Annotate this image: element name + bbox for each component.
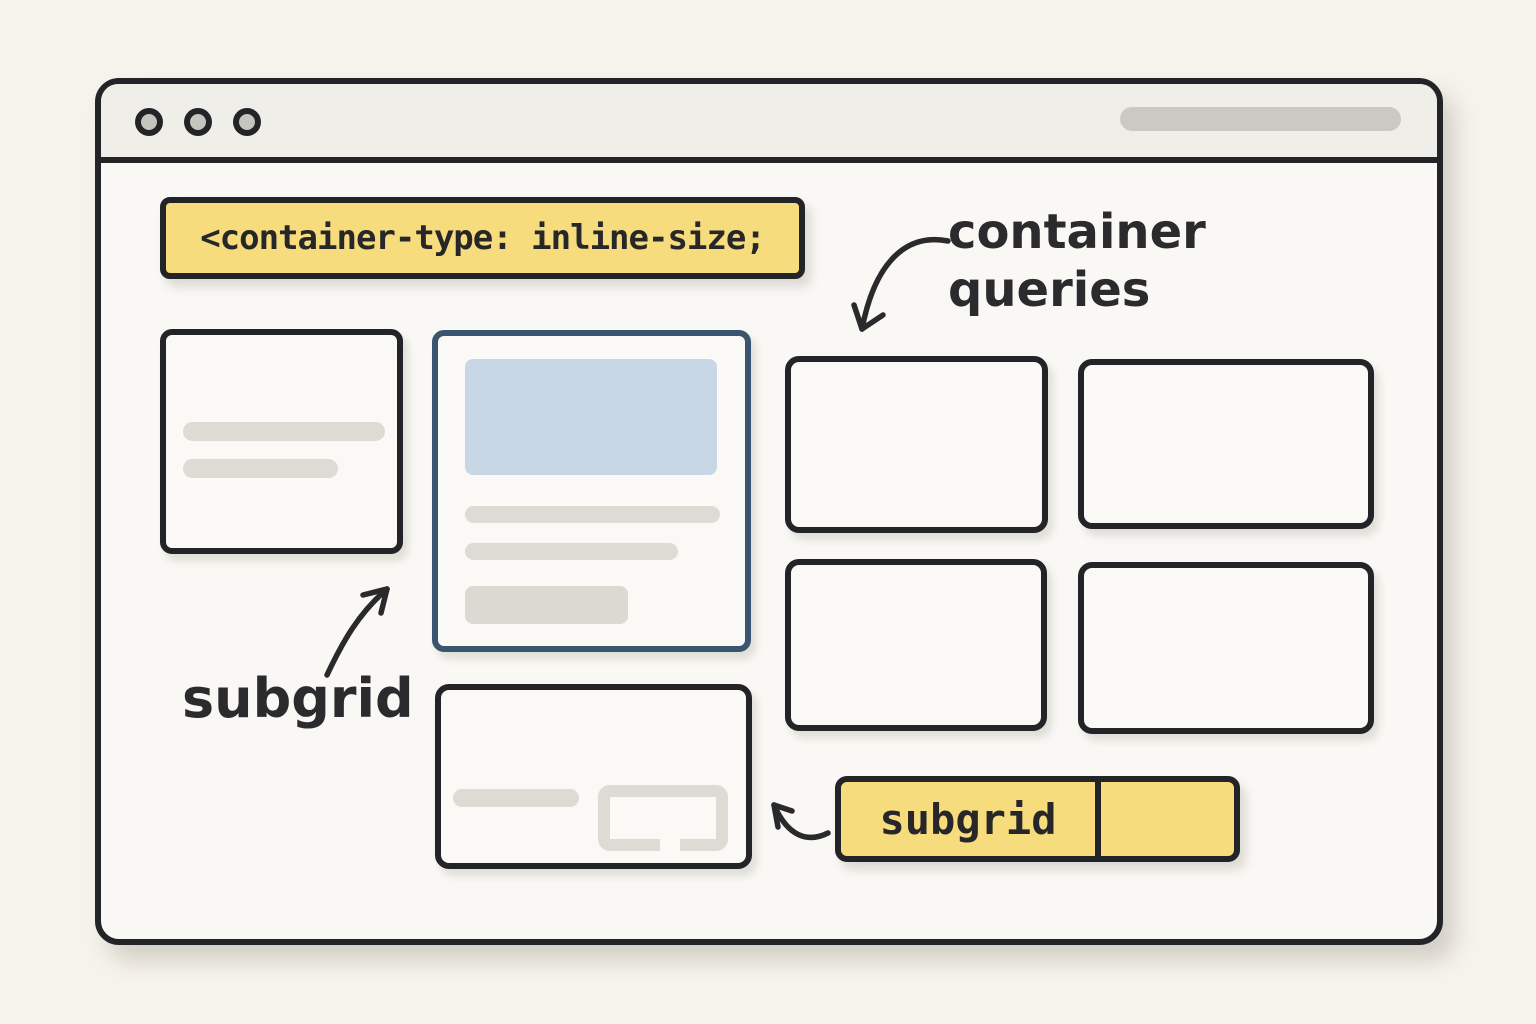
card-subgrid-highlighted: [432, 330, 751, 652]
text-line-placeholder: [453, 789, 579, 807]
button-placeholder: [465, 586, 628, 624]
card-placeholder-bottom: [435, 684, 752, 869]
card-placeholder-left: [160, 329, 403, 554]
window-controls: [135, 108, 261, 136]
code-snippet-badge: <container-type: inline-size;: [160, 197, 805, 279]
subgrid-arrow-icon: [324, 586, 390, 678]
subgrid-track-cell-empty: [1101, 782, 1234, 856]
text-line-placeholder: [183, 459, 338, 478]
text-line-placeholder: [465, 543, 678, 560]
window-control-dot-icon: [184, 108, 212, 136]
subgrid-track-badge: subgrid: [835, 776, 1240, 862]
window-control-dot-icon: [233, 108, 261, 136]
browser-titlebar: [101, 84, 1437, 163]
subgrid-track-text: subgrid: [879, 794, 1057, 844]
text-line-placeholder: [465, 506, 720, 523]
grid-card-placeholder: [1078, 359, 1374, 529]
browser-window: <container-type: inline-size; container …: [95, 78, 1443, 945]
subgrid-bar-arrow-icon: [771, 802, 831, 841]
subgrid-annotation-label: subgrid: [182, 667, 414, 730]
container-queries-label-line2: queries: [948, 262, 1151, 318]
text-line-placeholder: [183, 422, 385, 441]
browser-viewport: <container-type: inline-size; container …: [101, 163, 1437, 927]
code-snippet-text: <container-type: inline-size;: [200, 218, 766, 258]
window-control-dot-icon: [135, 108, 163, 136]
address-bar-placeholder: [1120, 107, 1401, 131]
container-queries-arrow-icon: [851, 237, 951, 332]
grid-card-placeholder: [785, 559, 1047, 731]
subgrid-track-cell-labeled: subgrid: [841, 782, 1101, 856]
grid-card-placeholder: [785, 356, 1048, 533]
image-placeholder: [465, 359, 717, 475]
outlined-button-placeholder: [598, 785, 728, 851]
container-queries-label: container queries: [948, 203, 1206, 319]
grid-card-placeholder: [1078, 562, 1374, 734]
container-queries-label-line1: container: [948, 204, 1206, 260]
border-gap: [660, 839, 680, 851]
